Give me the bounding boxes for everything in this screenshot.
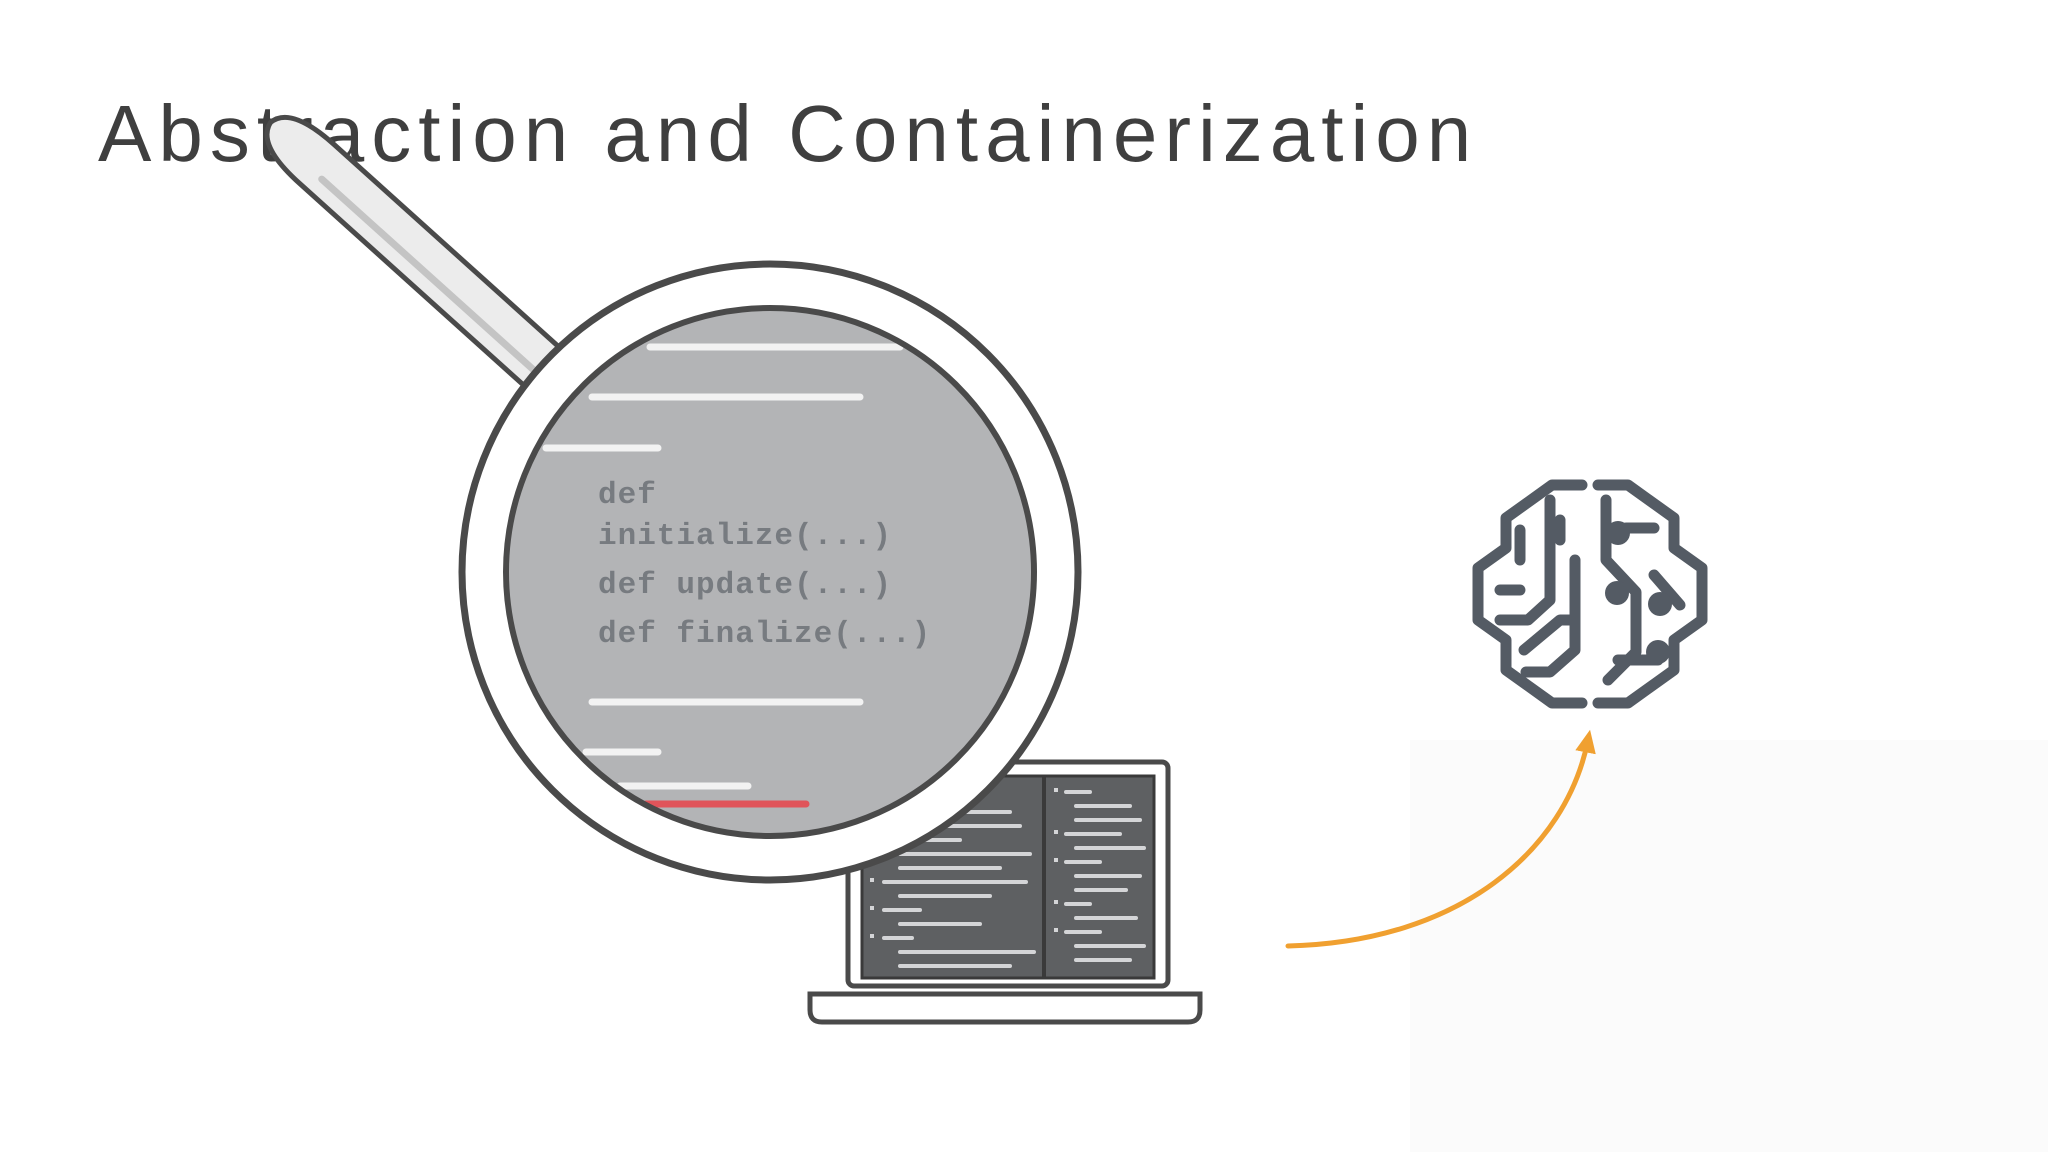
background-shade [1410,740,2048,1152]
code-line: initialize(...) [598,519,892,554]
code-line: def finalize(...) [598,617,931,652]
magnifying-glass-icon: def initialize(...) def update(...) def … [264,114,1082,884]
curved-arrow-icon [1285,729,1596,949]
brain-circuit-nodes [1605,521,1672,664]
brain-circuit-icon [1472,479,1708,709]
code-line: def [598,478,657,513]
code-line: def update(...) [598,568,892,603]
